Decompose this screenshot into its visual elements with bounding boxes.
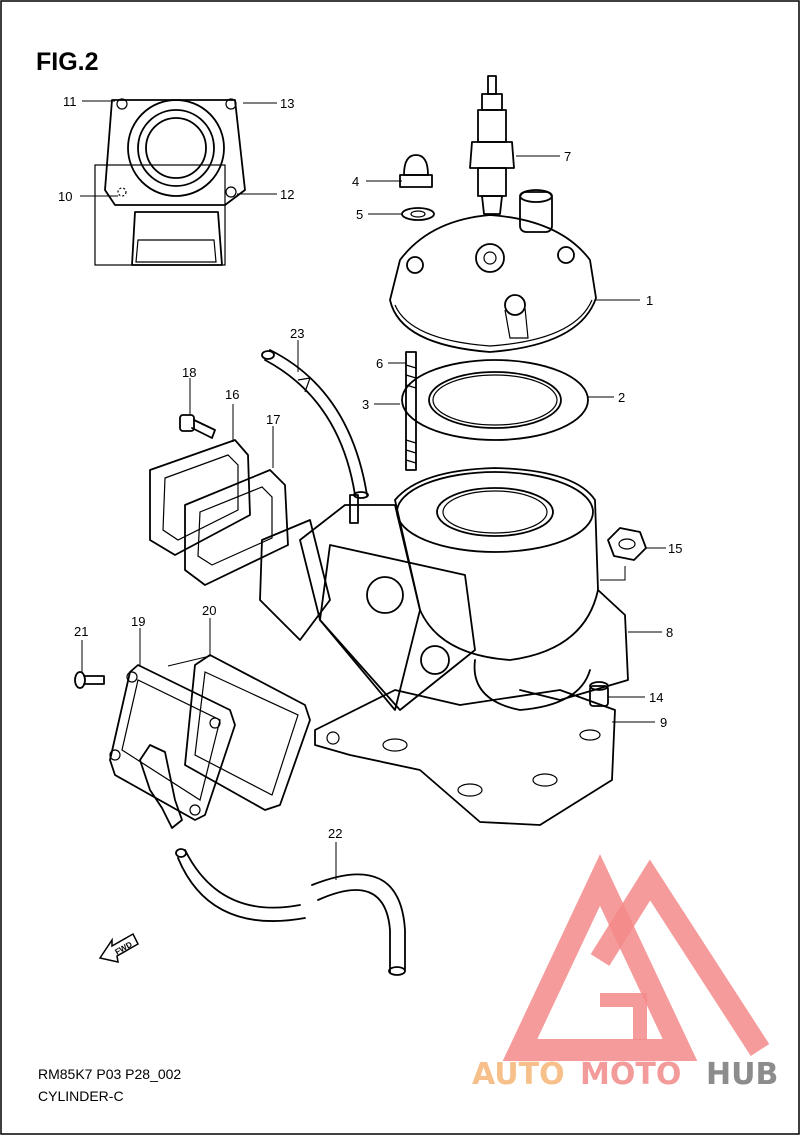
callout-12: 12: [280, 187, 294, 202]
callout-15: 15: [668, 541, 682, 556]
figure-code: RM85K7 P03 P28_002: [38, 1066, 182, 1082]
callout-4: 4: [352, 174, 359, 189]
cover-gasket-20: [184, 654, 311, 811]
screw-21: [74, 671, 105, 689]
watermark-hub: HUB: [706, 1057, 778, 1092]
nut-15: [607, 527, 647, 561]
callout-18: 18: [182, 365, 196, 380]
callout-14: 14: [649, 690, 663, 705]
callout-5: 5: [356, 207, 363, 222]
callout-3: 3: [362, 397, 369, 412]
inset-head-gasket-group: [94, 98, 246, 266]
drain-nipple: [139, 744, 183, 829]
washer: [401, 207, 435, 221]
callout-17: 17: [266, 412, 280, 427]
callout-20: 20: [202, 603, 216, 618]
watermark-moto: MOTO: [580, 1057, 681, 1092]
watermark-auto: AUTO: [472, 1057, 565, 1092]
callout-7: 7: [564, 149, 571, 164]
fwd-arrow-icon: FWD: [98, 932, 139, 963]
hose-22: [175, 848, 406, 976]
callout-1: 1: [646, 293, 653, 308]
callout-2: 2: [618, 390, 625, 405]
callout-9: 9: [660, 715, 667, 730]
watermark-logo: [502, 854, 770, 1061]
leader-lines: [80, 100, 666, 880]
callout-8: 8: [666, 625, 673, 640]
stud-bolt: [405, 351, 417, 471]
cylinder-8: [259, 467, 629, 711]
reed-gasket-16: [149, 439, 251, 556]
spark-plug: [469, 75, 515, 215]
callout-13: 13: [280, 96, 294, 111]
callout-10: 10: [58, 189, 72, 204]
callout-22: 22: [328, 826, 342, 841]
callout-6: 6: [376, 356, 383, 371]
bolt-18: [179, 414, 216, 439]
callout-19: 19: [131, 614, 145, 629]
breather-hose-23: [261, 349, 369, 499]
reed-plate-17: [184, 469, 289, 586]
figure-name: CYLINDER-C: [38, 1088, 124, 1104]
cap-nut: [399, 154, 433, 188]
head-gasket: [401, 359, 589, 441]
callout-11: 11: [63, 94, 77, 109]
exhaust-cover-19: [109, 664, 236, 821]
figure-title: FIG.2: [36, 48, 99, 76]
cylinder-head: [389, 189, 597, 353]
base-gasket-9: [314, 689, 616, 826]
callout-16: 16: [225, 387, 239, 402]
callout-21: 21: [74, 624, 88, 639]
callout-23: 23: [290, 326, 304, 341]
dowel-pin-14: [589, 685, 609, 707]
